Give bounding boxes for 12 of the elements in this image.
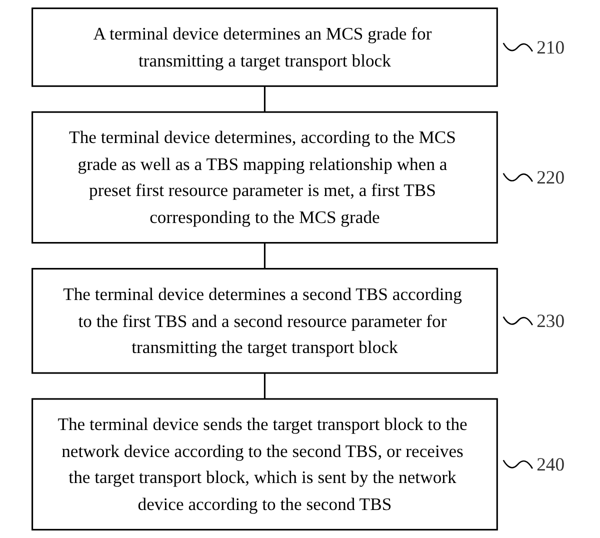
node-box bbox=[32, 398, 498, 530]
node-box bbox=[32, 268, 498, 374]
connector bbox=[264, 86, 266, 112]
node-box bbox=[32, 111, 498, 244]
node-box bbox=[32, 8, 498, 87]
flowchart-drawing: A terminal device determines an MCS grade for transmitting a target transport block The terminal device determines, according to the MCS grade as well as a TBS mapping relationship when a preset first resource parameter is met, a first TBS corresponding to the MCS grade The terminal device determines a second TBS according to the first TBS and a second resource parameter for transmitting the target transport block The terminal device sends the target transport block to the network device according to the second TBS, or receives the target transport block, which is sent by the network device according to the second TBS 210 220 230 240 bbox=[24, 0, 576, 538]
step-number: 230 bbox=[502, 311, 565, 332]
connector bbox=[264, 373, 266, 399]
connector bbox=[264, 242, 266, 269]
step-number: 210 bbox=[502, 37, 565, 58]
step-number: 220 bbox=[502, 168, 565, 189]
step-number: 240 bbox=[502, 454, 565, 476]
